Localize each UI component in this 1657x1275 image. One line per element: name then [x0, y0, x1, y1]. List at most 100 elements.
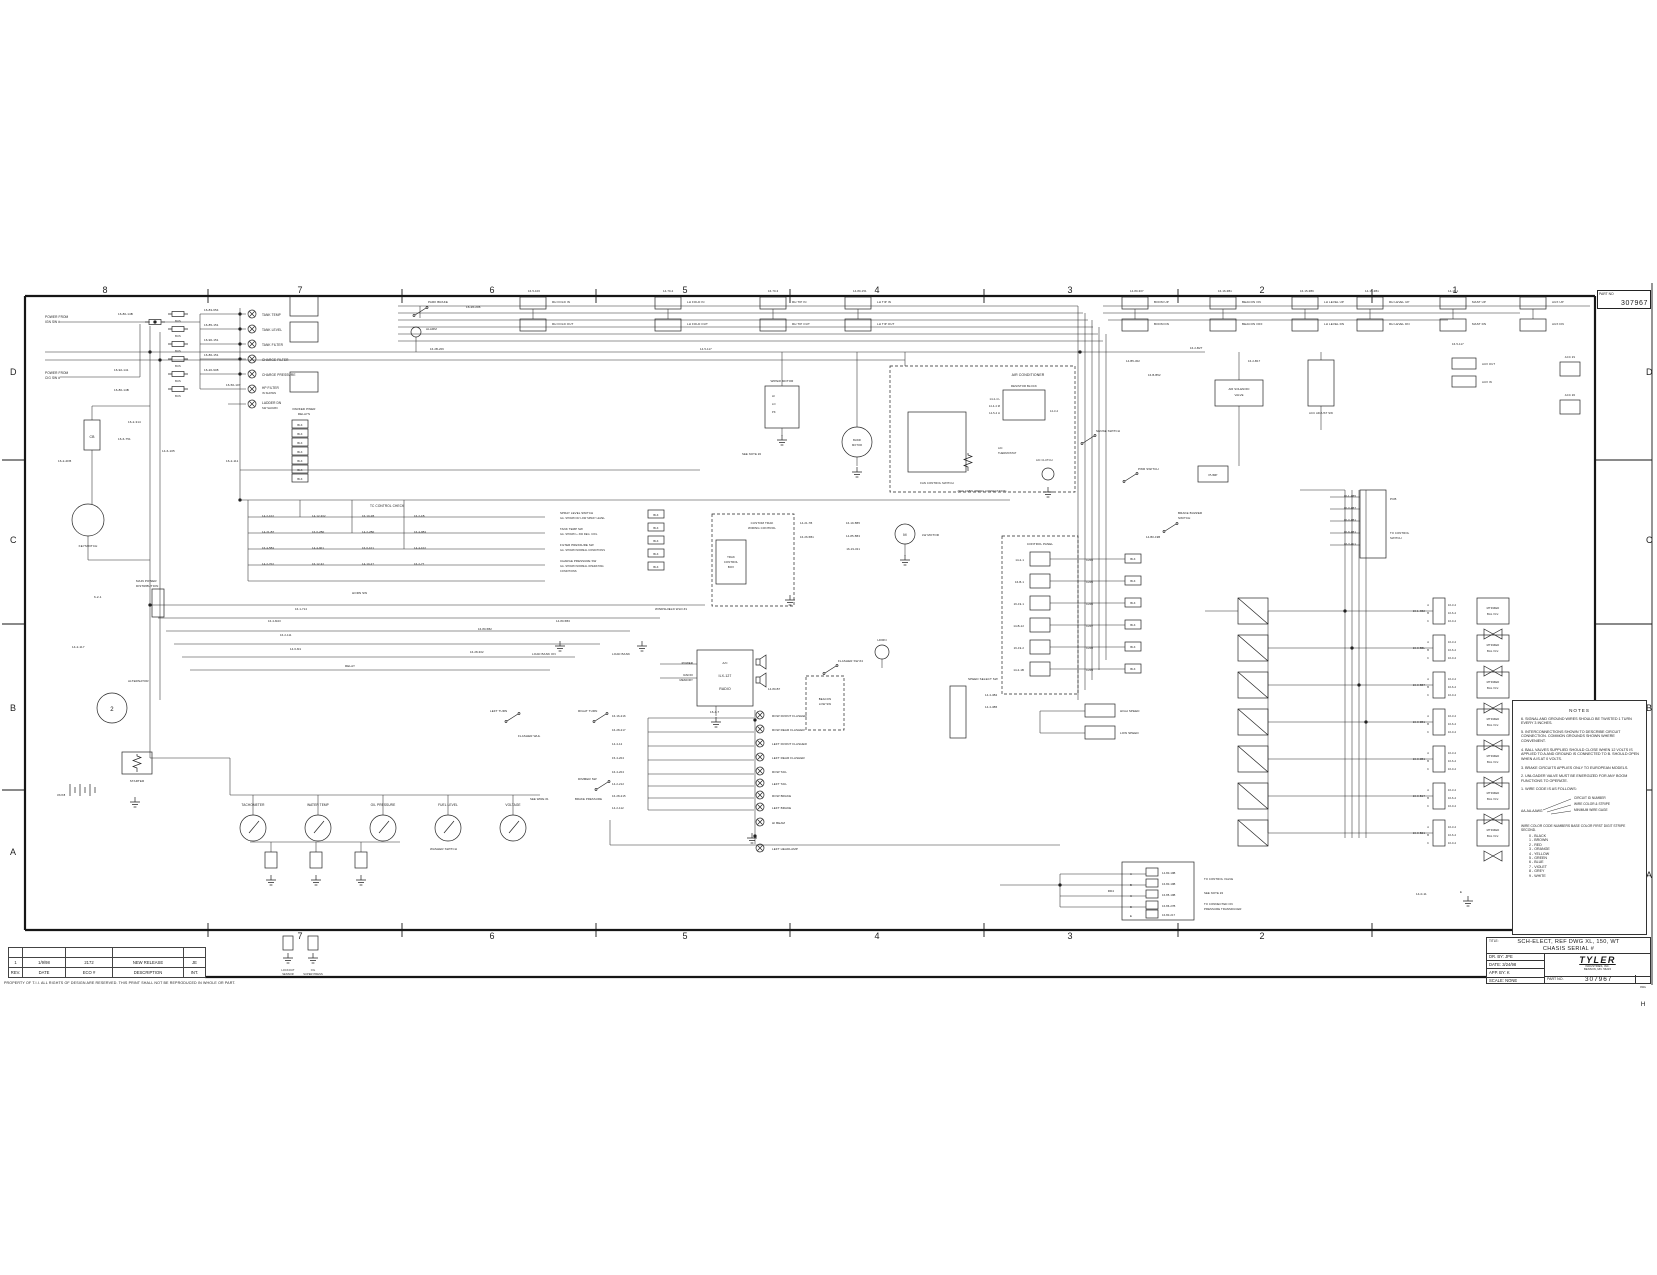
component-box [764, 385, 800, 429]
wire-label: RH FOLD IN [552, 300, 570, 304]
gauge-dial-icon [434, 814, 462, 842]
wire-label: 16-3-B17 [1413, 794, 1426, 798]
wire-label: 16-83-654 [204, 308, 219, 312]
wire-label: RADIO [719, 687, 731, 691]
svg-text:14-10-27: 14-10-27 [362, 562, 374, 566]
svg-text:16-85-19B: 16-85-19B [1162, 893, 1176, 897]
component-box [1209, 296, 1237, 310]
company-line2: INDUSTRIES, INC. [1585, 963, 1610, 968]
wire-label: SEE NOTE #4 [1204, 891, 1223, 895]
svg-text:BUS: BUS [175, 334, 181, 338]
wire-label: 16-0-2B0 [312, 530, 325, 534]
svg-text:15-4-204: 15-4-204 [612, 756, 624, 760]
resistor-icon [132, 754, 142, 772]
wire-label: BLK [653, 552, 658, 556]
wire-label: 16-12-32 [312, 562, 324, 566]
wire-label: 14-4-12 [612, 742, 623, 746]
svg-text:LH LEVEL UP: LH LEVEL UP [1324, 300, 1344, 304]
svg-text:16-3-0B1: 16-3-0B1 [1413, 757, 1426, 761]
approved-by-label: APP. BY: [1489, 970, 1506, 976]
wire-label: LOW SPEED [1120, 731, 1139, 735]
svg-text:GA. SHOWN NORMAL CONDITIONS: GA. SHOWN NORMAL CONDITIONS [560, 549, 605, 552]
component-circle [1041, 467, 1055, 481]
wire-label: A [1427, 715, 1429, 718]
svg-text:AUX UP: AUX UP [1552, 300, 1564, 304]
wire-label: A/C CLUTCH [1036, 458, 1052, 462]
rev-date: 1/9/98 [22, 957, 66, 968]
wire-label: 14-80-19B [1162, 871, 1175, 875]
wire-label: A [1427, 604, 1429, 607]
indicator-lamp-icon [247, 384, 257, 394]
wire-label: 15-4-204 [612, 756, 624, 760]
component-box [1197, 465, 1229, 483]
svg-text:14-4-4B2: 14-4-4B2 [985, 693, 998, 697]
svg-text:B: B [1427, 612, 1429, 615]
component-box [907, 411, 967, 473]
svg-text:RIGHT TURN: RIGHT TURN [578, 709, 597, 713]
component-box [1451, 357, 1477, 370]
svg-text:GA. SHOWN NORMAL OPERATING: GA. SHOWN NORMAL OPERATING [560, 565, 604, 568]
zone-column-label: 7 [297, 285, 303, 295]
svg-text:TANK TEMP SW: TANK TEMP SW [560, 527, 583, 531]
wire-label: B [1427, 760, 1429, 763]
wire-label: 16-2-B2T [1190, 346, 1203, 350]
component-box [647, 548, 665, 558]
svg-text:14-2-1B: 14-2-1B [1013, 668, 1024, 672]
indicator-lamp-icon [755, 752, 765, 762]
wire-color-code: 6 - BLUE [1529, 860, 1544, 865]
svg-text:RADIO: RADIO [683, 673, 693, 677]
wire-label: BAL VLV. [1487, 760, 1499, 764]
svg-text:PARKED PWER: PARKED PWER [292, 407, 316, 411]
component-box [1476, 634, 1510, 662]
wire-label: SWITCH [1178, 516, 1190, 520]
component-box [1029, 551, 1051, 567]
dwg-label: DWG [1640, 986, 1646, 989]
wire-label: 14-B5-302 [1126, 359, 1140, 363]
wire-label: 14-2-212 [612, 782, 624, 786]
svg-text:BUS: BUS [175, 319, 181, 323]
wire-label: BRAKE BUZZER [1178, 511, 1203, 515]
component-box [654, 318, 682, 332]
indicator-lamp-icon [755, 843, 765, 853]
svg-text:WIPER MOTOR: WIPER MOTOR [771, 379, 795, 383]
svg-text:BLK: BLK [297, 450, 302, 454]
svg-text:16-4-204: 16-4-204 [612, 770, 624, 774]
wire-label: A/C [722, 661, 728, 665]
wire-label: E [1460, 890, 1462, 894]
svg-text:16-86-151: 16-86-151 [204, 353, 219, 357]
svg-text:14-5-117: 14-5-117 [700, 347, 712, 351]
zone-column-label: 7 [297, 931, 303, 941]
component-box [1519, 296, 1547, 310]
wire-label: BUS [175, 364, 181, 368]
svg-text:FUEL LEVEL: FUEL LEVEL [438, 803, 458, 807]
wire-label: 16-80-19B [1162, 882, 1175, 886]
wire-label: 16-16-216 [612, 714, 626, 718]
wire-label: 16-0-101 [362, 546, 374, 550]
wire-label: RIGHT TURN [578, 709, 597, 713]
component-box [354, 851, 368, 869]
wire-label: BLWR [853, 438, 861, 442]
wire-label: 16-4-5B1 [262, 546, 275, 550]
wire-label: 16-B-B52 [1148, 373, 1161, 377]
wire-label: 16-19-5B5 [846, 521, 860, 525]
rev-eco: 2172 [65, 957, 113, 968]
svg-text:BAL VLV.: BAL VLV. [1487, 612, 1499, 616]
wire-label: PWR SWITCH [1138, 467, 1159, 471]
component-box [1451, 375, 1477, 388]
svg-text:14-4-4B5: 14-4-4B5 [985, 705, 998, 709]
svg-text:PARK BRAKE: PARK BRAKE [428, 300, 448, 304]
svg-text:14-80-B7: 14-80-B7 [768, 687, 781, 691]
svg-text:VALVE: VALVE [1234, 393, 1243, 397]
wire-color-code: 7 - VIOLET [1529, 864, 1547, 869]
wire-label: LEFT HEADLAMP [772, 847, 798, 851]
component-box [1519, 318, 1547, 332]
svg-text:14-2-1: 14-2-1 [1015, 558, 1024, 562]
svg-text:BRAKE BUZZER: BRAKE BUZZER [1178, 511, 1203, 515]
svg-text:SEE NOTE #4: SEE NOTE #4 [1204, 891, 1223, 895]
svg-text:C208: C208 [1086, 646, 1093, 650]
wire-label: CIG SW # [45, 376, 60, 380]
wire-label: PARK BRAKE [428, 300, 448, 304]
svg-text:ALTERNATOR: ALTERNATOR [128, 679, 149, 683]
wire-label: 16-3-4 [1448, 677, 1456, 681]
component-box [1432, 671, 1446, 699]
